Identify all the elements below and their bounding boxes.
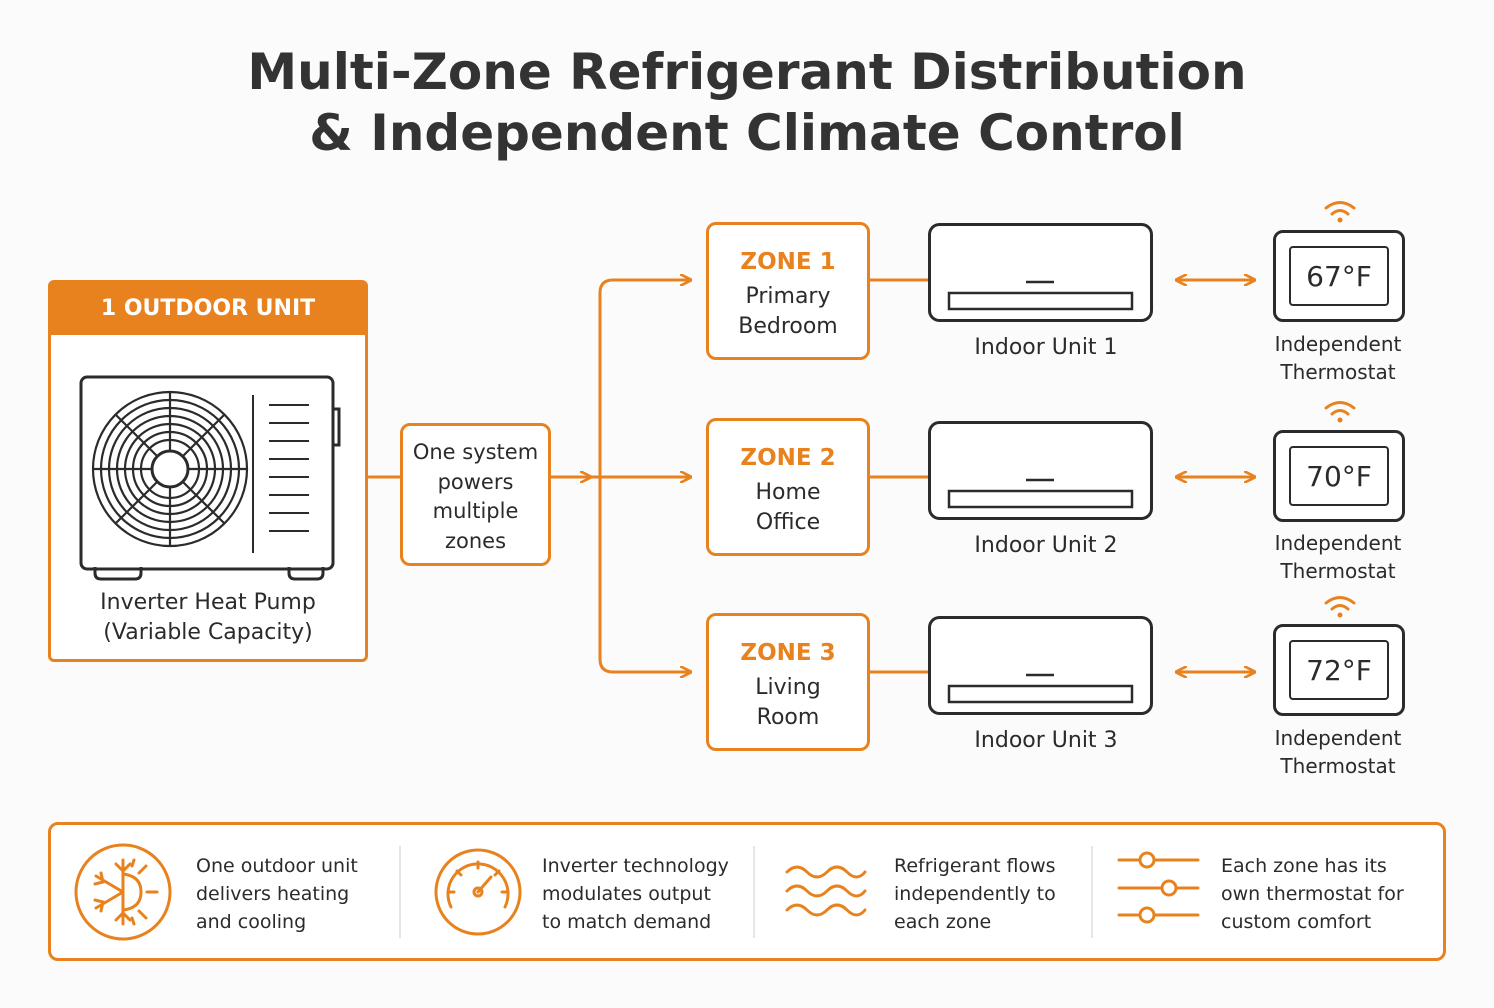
- thermostat-2-label: Independent Thermostat: [1248, 529, 1428, 585]
- indoor-unit-3-icon: [928, 616, 1153, 715]
- zone-2-title: ZONE 2: [740, 445, 836, 471]
- thermostat-1-label: Independent Thermostat: [1248, 330, 1428, 386]
- thermostat-3-label-line-2: Thermostat: [1280, 754, 1396, 778]
- thermostat-1-temperature: 67°F: [1306, 260, 1372, 293]
- outdoor-unit-card: 1 OUTDOOR UNIT: [48, 280, 368, 662]
- feature-divider: [1091, 846, 1093, 938]
- system-text-line-2: powers: [437, 469, 514, 494]
- feature-2-text: Inverter technology modulates output to …: [542, 852, 729, 936]
- thermostat-2: 70°F: [1273, 430, 1405, 522]
- feature-4-line-3: custom comfort: [1221, 911, 1372, 933]
- zone-3-title: ZONE 3: [740, 640, 836, 666]
- feature-4-text: Each zone has its own thermostat for cus…: [1221, 852, 1404, 936]
- thermostat-1-label-line-1: Independent: [1274, 332, 1402, 356]
- thermostat-1-label-line-2: Thermostat: [1280, 360, 1396, 384]
- indoor-unit-3-label: Indoor Unit 3: [974, 728, 1118, 753]
- gauge-icon: [434, 848, 522, 936]
- zone-3-name-line-1: Living: [755, 675, 821, 700]
- indoor-unit-1-label: Indoor Unit 1: [974, 335, 1118, 360]
- branch-to-zone-3-arrow: [598, 475, 690, 672]
- page-title-line-1: Multi-Zone Refrigerant Distribution: [247, 43, 1247, 101]
- thermostat-3: 72°F: [1273, 624, 1405, 716]
- thermostat-2-label-line-1: Independent: [1274, 531, 1402, 555]
- zone-3-name-line-2: Room: [756, 705, 820, 730]
- feature-2-line-1: Inverter technology: [542, 855, 729, 877]
- feature-1-line-2: delivers heating: [196, 883, 350, 905]
- feature-3-text: Refrigerant flows independently to each …: [894, 852, 1056, 936]
- thermostat-3-label: Independent Thermostat: [1248, 724, 1428, 780]
- page-title-line-2: & Independent Climate Control: [309, 104, 1185, 162]
- outdoor-caption-line-2: (Variable Capacity): [103, 620, 313, 645]
- thermostat-2-screen: 70°F: [1289, 446, 1389, 506]
- feature-3-line-1: Refrigerant flows: [894, 855, 1056, 877]
- feature-divider: [399, 846, 401, 938]
- outdoor-condenser-fan-icon: [79, 375, 341, 581]
- snowflake-sun-icon: [74, 843, 172, 941]
- outdoor-unit-caption: Inverter Heat Pump (Variable Capacity): [51, 588, 365, 648]
- feature-panel: [48, 822, 1446, 961]
- thermostat-3-screen: 72°F: [1289, 640, 1389, 700]
- thermostat-1: 67°F: [1273, 230, 1405, 322]
- feature-3-line-2: independently to: [894, 883, 1056, 905]
- outdoor-caption-line-1: Inverter Heat Pump: [100, 590, 316, 615]
- wifi-icon: [1324, 596, 1356, 618]
- feature-2-line-3: to match demand: [542, 911, 712, 933]
- system-box: One system powers multiple zones: [400, 423, 551, 566]
- system-text-line-1: One system: [412, 440, 539, 464]
- zone-1-title: ZONE 1: [740, 249, 836, 275]
- feature-2-line-2: modulates output: [542, 883, 711, 905]
- zone-1-box: ZONE 1 Primary Bedroom: [706, 222, 870, 360]
- system-text-line-4: zones: [444, 528, 507, 553]
- zone-2-name: Home Office: [709, 478, 867, 538]
- indoor-unit-2-label: Indoor Unit 2: [974, 533, 1118, 558]
- feature-1-line-1: One outdoor unit: [196, 855, 358, 877]
- thermostat-2-temperature: 70°F: [1306, 460, 1372, 493]
- zone-3-name: Living Room: [709, 673, 867, 733]
- sliders-icon: [1117, 851, 1200, 924]
- zone-2-box: ZONE 2 Home Office: [706, 418, 870, 556]
- zone-2-name-line-2: Office: [755, 510, 821, 535]
- thermostat-3-temperature: 72°F: [1306, 654, 1372, 687]
- indoor-unit-1-icon: [928, 223, 1153, 322]
- thermostat-2-label-line-2: Thermostat: [1280, 559, 1396, 583]
- branch-to-zone-1-arrow: [598, 280, 690, 479]
- feature-4-line-2: own thermostat for: [1221, 883, 1404, 905]
- zone-2-name-line-1: Home: [755, 480, 821, 505]
- feature-1-line-3: and cooling: [196, 911, 307, 933]
- zone-1-name-line-2: Bedroom: [738, 314, 838, 339]
- system-text-line-3: multiple: [432, 499, 519, 523]
- outdoor-unit-header: 1 OUTDOOR UNIT: [51, 283, 365, 335]
- zone-1-name: Primary Bedroom: [709, 282, 867, 342]
- feature-1-text: One outdoor unit delivers heating and co…: [196, 852, 358, 936]
- zone-3-box: ZONE 3 Living Room: [706, 613, 870, 751]
- zone-1-name-line-1: Primary: [745, 284, 831, 309]
- thermostat-1-screen: 67°F: [1289, 246, 1389, 306]
- indoor-unit-2-icon: [928, 421, 1153, 520]
- wifi-icon: [1324, 201, 1356, 223]
- feature-divider: [753, 846, 755, 938]
- wavy-lines-icon: [785, 865, 867, 917]
- feature-3-line-3: each zone: [894, 911, 992, 933]
- feature-4-line-1: Each zone has its: [1221, 855, 1387, 877]
- thermostat-3-label-line-1: Independent: [1274, 726, 1402, 750]
- wifi-icon: [1324, 401, 1356, 423]
